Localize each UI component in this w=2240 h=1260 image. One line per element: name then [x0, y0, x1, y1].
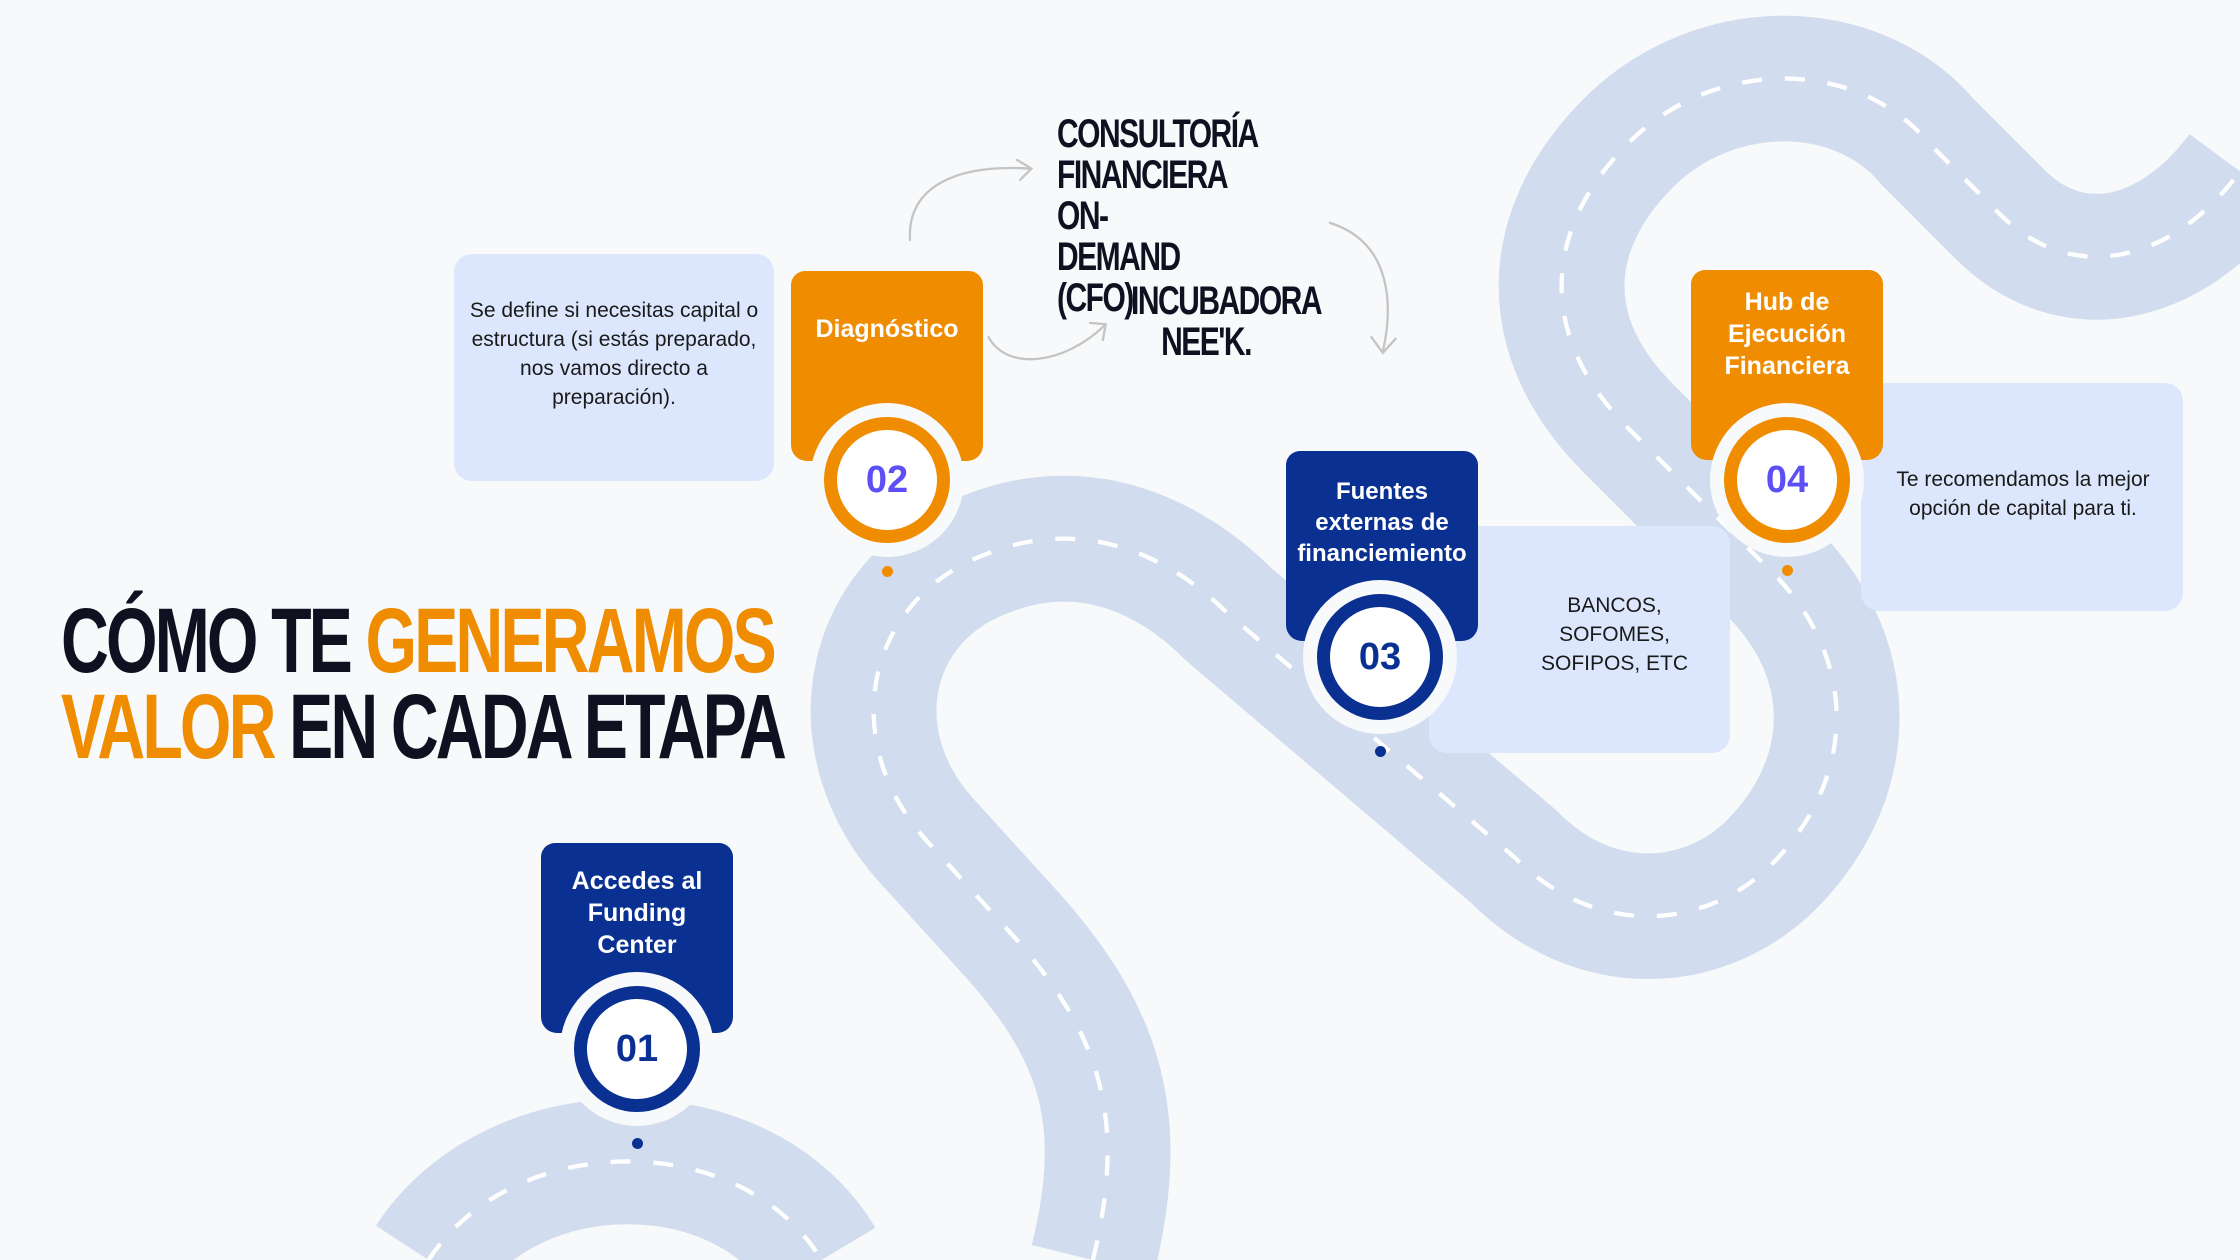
- step-04-description: Te recomendamos la mejor opción de capit…: [1861, 383, 2183, 611]
- step-04-dot: [1782, 565, 1793, 576]
- road-centerline-main: [871, 76, 2240, 1260]
- step-01-badge: 01: [574, 986, 700, 1112]
- arrow-to-step-03: [1328, 221, 1397, 355]
- arrow-to-incubadora: [987, 321, 1108, 361]
- step-01-dot: [632, 1138, 643, 1149]
- step-01-card: Accedes al Funding Center: [541, 843, 733, 1033]
- step-03-card: Fuentes externas de financiemiento: [1286, 451, 1478, 641]
- title-dark-2: EN CADA ETAPA: [273, 676, 787, 778]
- step-04-badge: 04: [1724, 417, 1850, 543]
- incubadora-label: INCUBADORA NEE'K.: [1131, 279, 1322, 364]
- title-accent-2: VALOR: [61, 676, 276, 778]
- step-02-description: Se define si necesitas capital o estruct…: [454, 254, 774, 481]
- step-03-description: BANCOS, SOFOMES, SOFIPOS, ETC: [1429, 526, 1730, 753]
- step-04-card: Hub de Ejecución Financiera: [1691, 270, 1883, 460]
- step-02-badge: 02: [824, 417, 950, 543]
- step-02-label: Diagnóstico: [815, 315, 959, 343]
- page-title: CÓMO TE GENERAMOS VALOR EN CADA ETAPA: [61, 595, 787, 773]
- step-01-label: Accedes al Funding Center: [571, 867, 703, 959]
- consultoria-label: CONSULTORÍA FINANCIERA ON-DEMAND (CFO): [1057, 112, 1258, 320]
- title-dark-1: CÓMO TE: [61, 590, 366, 692]
- step-03-dot: [1375, 746, 1386, 757]
- step-03-badge: 03: [1317, 594, 1443, 720]
- step-02-dot: [882, 566, 893, 577]
- step-03-label: Fuentes externas de financiemiento: [1297, 478, 1467, 567]
- road-centerline-bottom: [426, 1159, 824, 1260]
- road-segment-bottom: [375, 1098, 876, 1260]
- title-accent-1: GENERAMOS: [365, 590, 776, 692]
- step-04-label: Hub de Ejecución Financiera: [1724, 288, 1850, 380]
- arrow-to-consultoria: [908, 158, 1034, 242]
